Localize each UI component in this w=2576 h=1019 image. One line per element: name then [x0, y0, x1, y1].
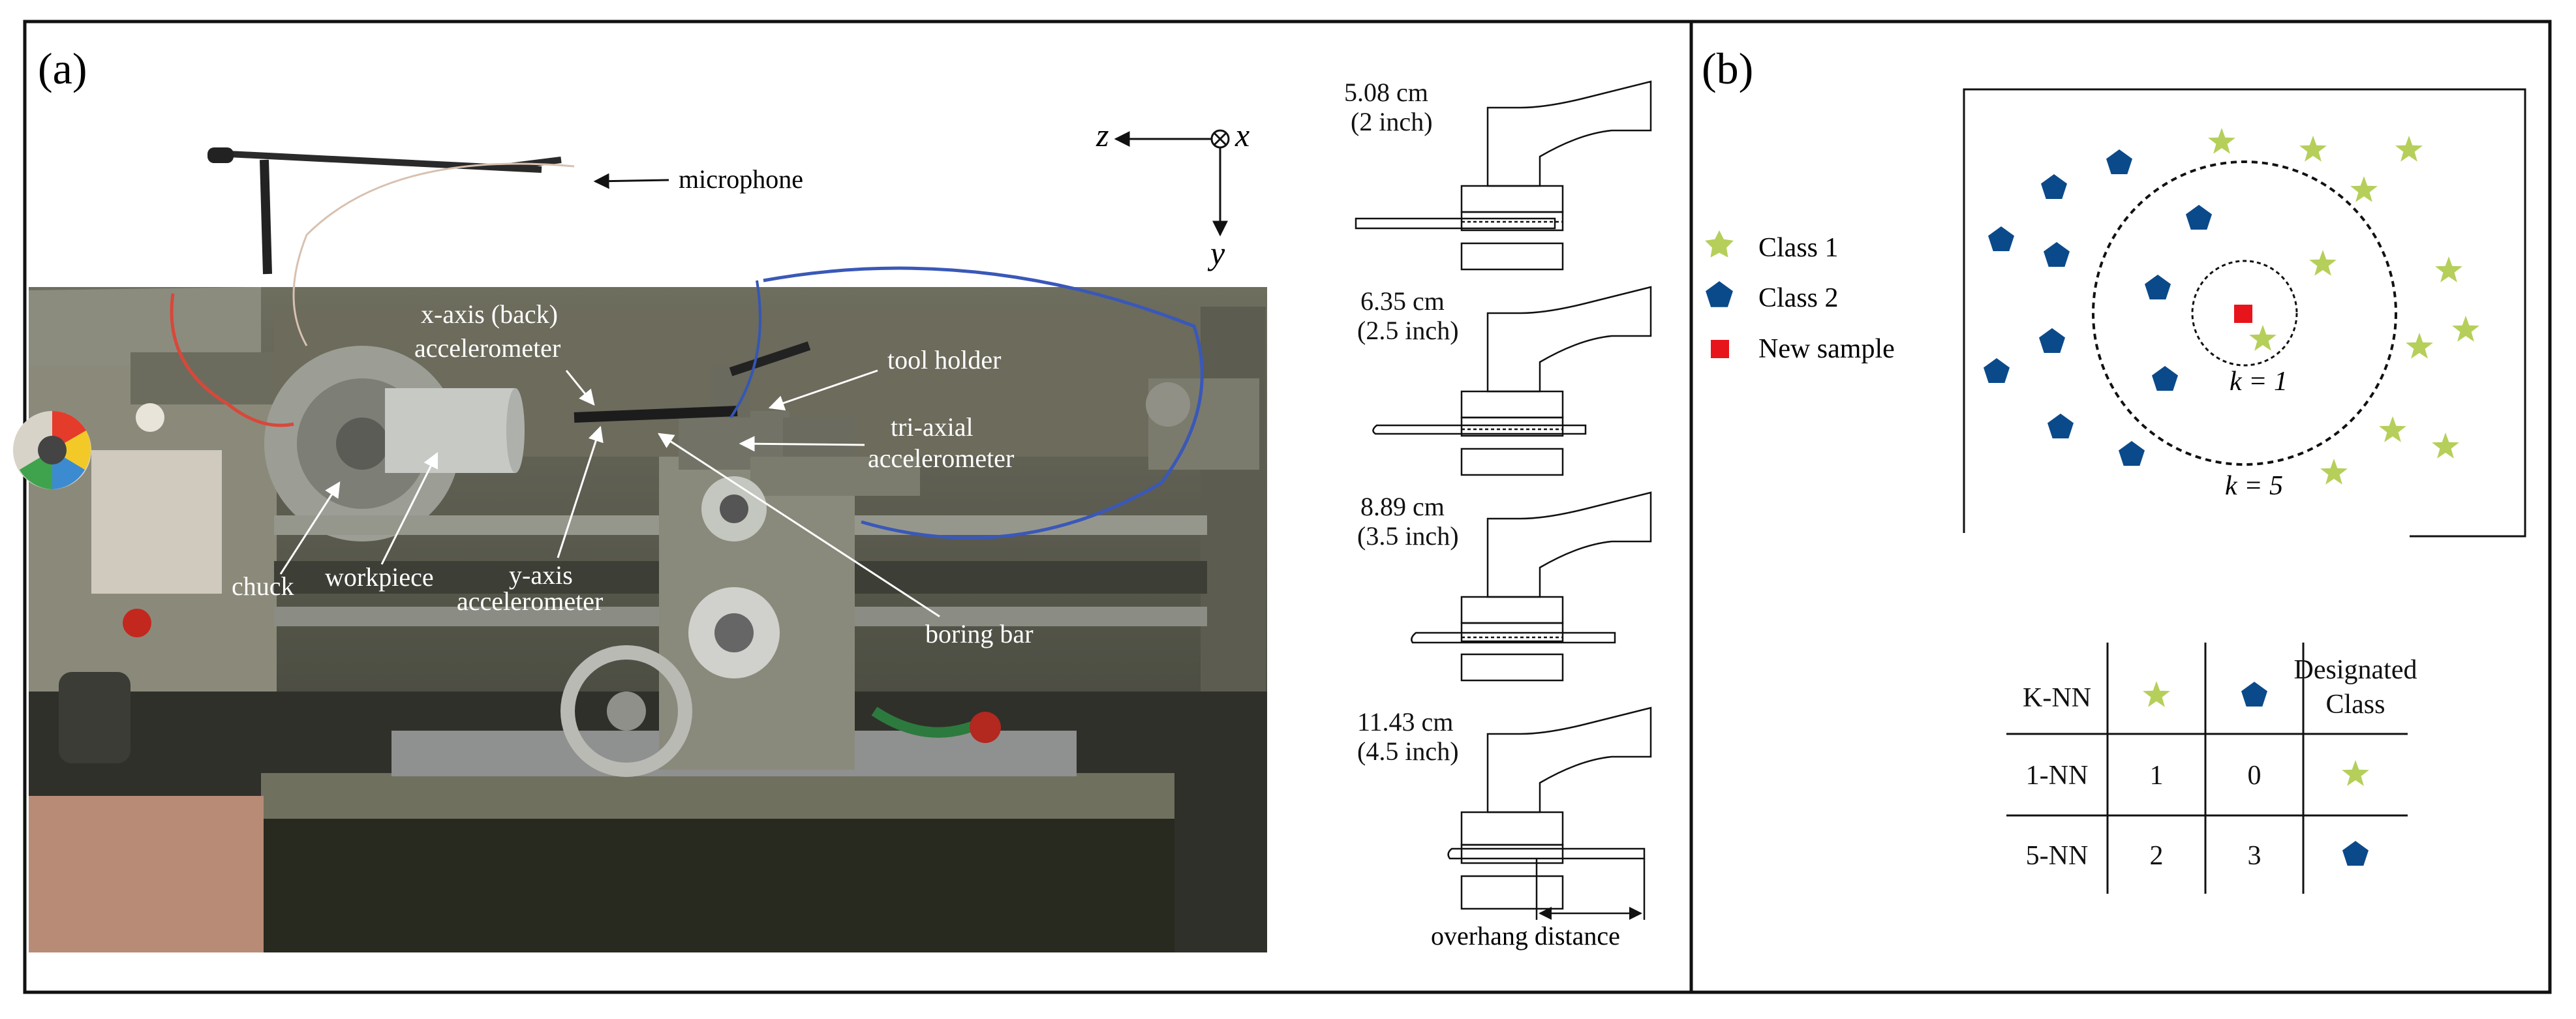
table-row-class1-count: 1	[2150, 761, 2164, 791]
class-2-point	[2152, 366, 2178, 391]
panel-b-tag: (b)	[1702, 44, 1753, 93]
table-designated-pentagon-icon	[2342, 841, 2369, 866]
overhang-item-1: 5.08 cm (2 inch)	[1344, 78, 1652, 271]
class-2-point	[1984, 358, 2010, 383]
class-2-point	[2041, 174, 2067, 199]
tool-holder-arrow	[768, 369, 878, 411]
tri-axial-accelerometer-arrow	[739, 436, 865, 452]
y-axis-accelerometer-label-line2: accelerometer	[457, 586, 603, 616]
overhang-cm-3: 8.89 cm	[1360, 492, 1445, 521]
overhang-cm-1: 5.08 cm	[1344, 78, 1428, 107]
panel-a-tag: (a)	[38, 44, 87, 93]
overhang-distance-label: overhang distance	[1431, 921, 1620, 951]
class-2-point	[1988, 226, 2014, 251]
table-header-designated-line2: Class	[2325, 690, 2385, 720]
k5-label: k = 5	[2225, 471, 2283, 501]
legend-class-1: Class 1	[1758, 233, 1839, 263]
workpiece-label: workpiece	[325, 562, 434, 592]
chuck-arrow	[279, 481, 341, 575]
class-1-point	[2395, 136, 2423, 162]
pentagon-icon	[1706, 281, 1733, 307]
microphone-label: microphone	[679, 164, 803, 194]
k5-neighbourhood-circle	[2092, 160, 2397, 466]
table-designated-star-icon	[2342, 760, 2369, 786]
workpiece-arrow	[380, 451, 438, 565]
class-2-points	[1984, 149, 2212, 466]
x-axis-accelerometer-arrow	[565, 370, 595, 406]
class-2-point	[2145, 275, 2171, 299]
overhang-inch-2: (2.5 inch)	[1357, 316, 1459, 345]
square-icon	[1711, 340, 1729, 358]
class-1-point	[2309, 250, 2337, 276]
x-axis-accelerometer-label-line2: accelerometer	[414, 333, 560, 363]
chuck-label: chuck	[232, 571, 294, 601]
overhang-inch-3: (3.5 inch)	[1357, 521, 1459, 551]
x-axis-accelerometer-label-line1: x-axis (back)	[421, 299, 558, 329]
legend-new-sample: New sample	[1758, 334, 1895, 364]
table-header-star-icon	[2143, 681, 2170, 707]
class-1-point	[2406, 333, 2433, 359]
overhang-inch-4: (4.5 inch)	[1357, 737, 1459, 766]
x-axis-label: x	[1234, 117, 1250, 153]
lathe-photo	[13, 147, 1267, 952]
boring-bar-label: boring bar	[925, 619, 1034, 648]
y-axis-accelerometer-arrow	[557, 425, 604, 558]
overhang-cm-2: 6.35 cm	[1360, 286, 1445, 316]
class-1-point	[2435, 256, 2462, 282]
table-header-pentagon-icon	[2241, 682, 2267, 707]
k1-neighbourhood-circle	[2191, 260, 2298, 367]
microphone-arrow	[593, 173, 669, 189]
knn-scatter: k = 1 k = 5	[1963, 88, 2526, 538]
axis-triad: z x y	[1096, 117, 1250, 271]
table-row-class1-count: 2	[2150, 841, 2164, 871]
table-header-designated-line1: Designated	[2294, 655, 2417, 685]
table-row-name: 1-NN	[2026, 761, 2089, 791]
overhang-schematics: 5.08 cm (2 inch) 6.35 cm (2.5 inch)	[1344, 78, 1652, 951]
z-axis-label: z	[1096, 117, 1109, 153]
class-2-point	[2119, 441, 2145, 466]
legend: Class 1 Class 2 New sample	[1705, 230, 1895, 364]
panel-b: (b) Class 1 Class 2 New sample k = 1 k =…	[1702, 44, 2526, 894]
class-2-point	[2106, 149, 2132, 174]
overhang-item-3: 8.89 cm (3.5 inch)	[1357, 491, 1652, 682]
table-row-class2-count: 3	[2248, 841, 2262, 871]
star-icon	[1705, 230, 1734, 258]
k1-label: k = 1	[2230, 367, 2288, 397]
overhang-cm-4: 11.43 cm	[1357, 707, 1453, 737]
table-row-class2-count: 0	[2248, 761, 2262, 791]
class-1-point	[2320, 459, 2348, 485]
photo-annotations: x-axis (back) accelerometer tool holder …	[232, 299, 1034, 648]
class-1-point	[2299, 136, 2327, 162]
class-1-points	[2208, 128, 2479, 485]
panel-a: (a)	[13, 44, 1652, 952]
class-1-point	[2350, 176, 2378, 202]
scatter-frame	[1963, 88, 2526, 538]
class-2-point	[2047, 414, 2074, 438]
class-1-point	[2249, 325, 2277, 351]
overhang-item-2: 6.35 cm (2.5 inch)	[1357, 286, 1652, 476]
class-1-point	[2452, 316, 2479, 342]
figure-frame	[23, 20, 2552, 994]
tri-axial-accelerometer-label-line1: tri-axial	[891, 412, 974, 442]
class-1-point	[2379, 416, 2406, 442]
new-sample-point	[2234, 305, 2252, 323]
class-2-point	[2186, 205, 2212, 230]
legend-class-2: Class 2	[1758, 283, 1839, 313]
tool-holder-label: tool holder	[887, 345, 1001, 374]
class-2-point	[2039, 328, 2065, 353]
table-row-name: 5-NN	[2026, 841, 2089, 871]
y-axis-label: y	[1207, 235, 1225, 271]
class-1-point	[2208, 128, 2235, 154]
tri-axial-accelerometer-label-line2: accelerometer	[868, 444, 1014, 473]
overhang-inch-1: (2 inch)	[1351, 107, 1433, 136]
y-axis-accelerometer-label-line1: y-axis	[509, 560, 573, 590]
overhang-item-4: 11.43 cm (4.5 inch)	[1357, 707, 1652, 920]
class-1-point	[2432, 433, 2459, 459]
table-header-knn: K-NN	[2023, 683, 2091, 713]
boring-bar-arrow	[657, 433, 940, 618]
class-2-point	[2044, 242, 2070, 267]
